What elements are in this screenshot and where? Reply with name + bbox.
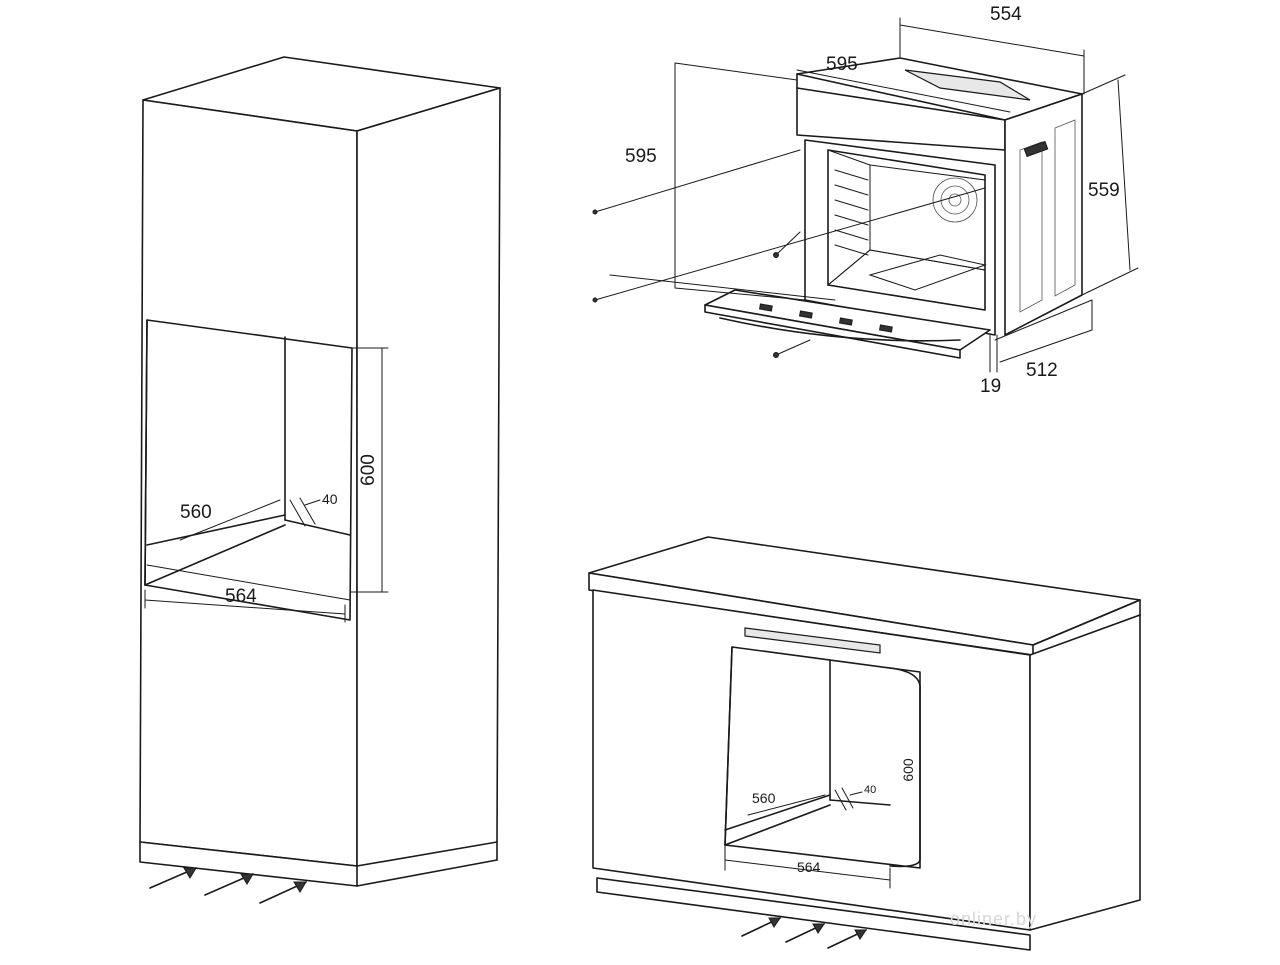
base-air-arrows	[741, 917, 867, 949]
oven-front-width-label: 595	[826, 54, 858, 75]
oven-side	[1004, 93, 1083, 336]
oven-front-height-label: 595	[625, 146, 657, 167]
base-vent-gap-label: 40	[864, 784, 876, 796]
oven-cavity	[827, 149, 986, 311]
oven-top-width-label: 554	[990, 4, 1022, 25]
oven: 554 595 595 559 512 19	[592, 4, 1139, 397]
oven-door-thickness-label: 19	[980, 376, 1001, 397]
base-niche-height-label: 600	[900, 758, 916, 782]
base-cabinet-plinth	[596, 877, 1031, 951]
watermark-text: onliner.by	[950, 909, 1037, 929]
tall-niche-width-label: 560	[180, 502, 212, 523]
oven-side-height-label: 559	[1088, 180, 1120, 201]
base-vent-slot	[744, 627, 881, 654]
base-niche	[724, 646, 921, 869]
base-cabinet-side	[1029, 614, 1141, 931]
tall-air-arrows	[149, 867, 307, 904]
base-cabinet: 600 560 40 564	[588, 536, 1141, 951]
base-opening-width-label: 564	[797, 859, 821, 875]
oven-fan	[932, 177, 978, 223]
oven-depth-label: 512	[1026, 360, 1058, 381]
tall-vent-gap-label: 40	[322, 491, 338, 507]
base-niche-width-label: 560	[752, 790, 776, 806]
tall-cabinet-niche	[144, 319, 353, 621]
tall-opening-width-label: 564	[225, 586, 257, 607]
tall-niche-height-label: 600	[358, 454, 379, 486]
oven-top-vent	[904, 69, 1031, 101]
tall-cabinet: 600 560 40 564	[139, 56, 501, 904]
oven-side-handle	[1023, 140, 1049, 158]
